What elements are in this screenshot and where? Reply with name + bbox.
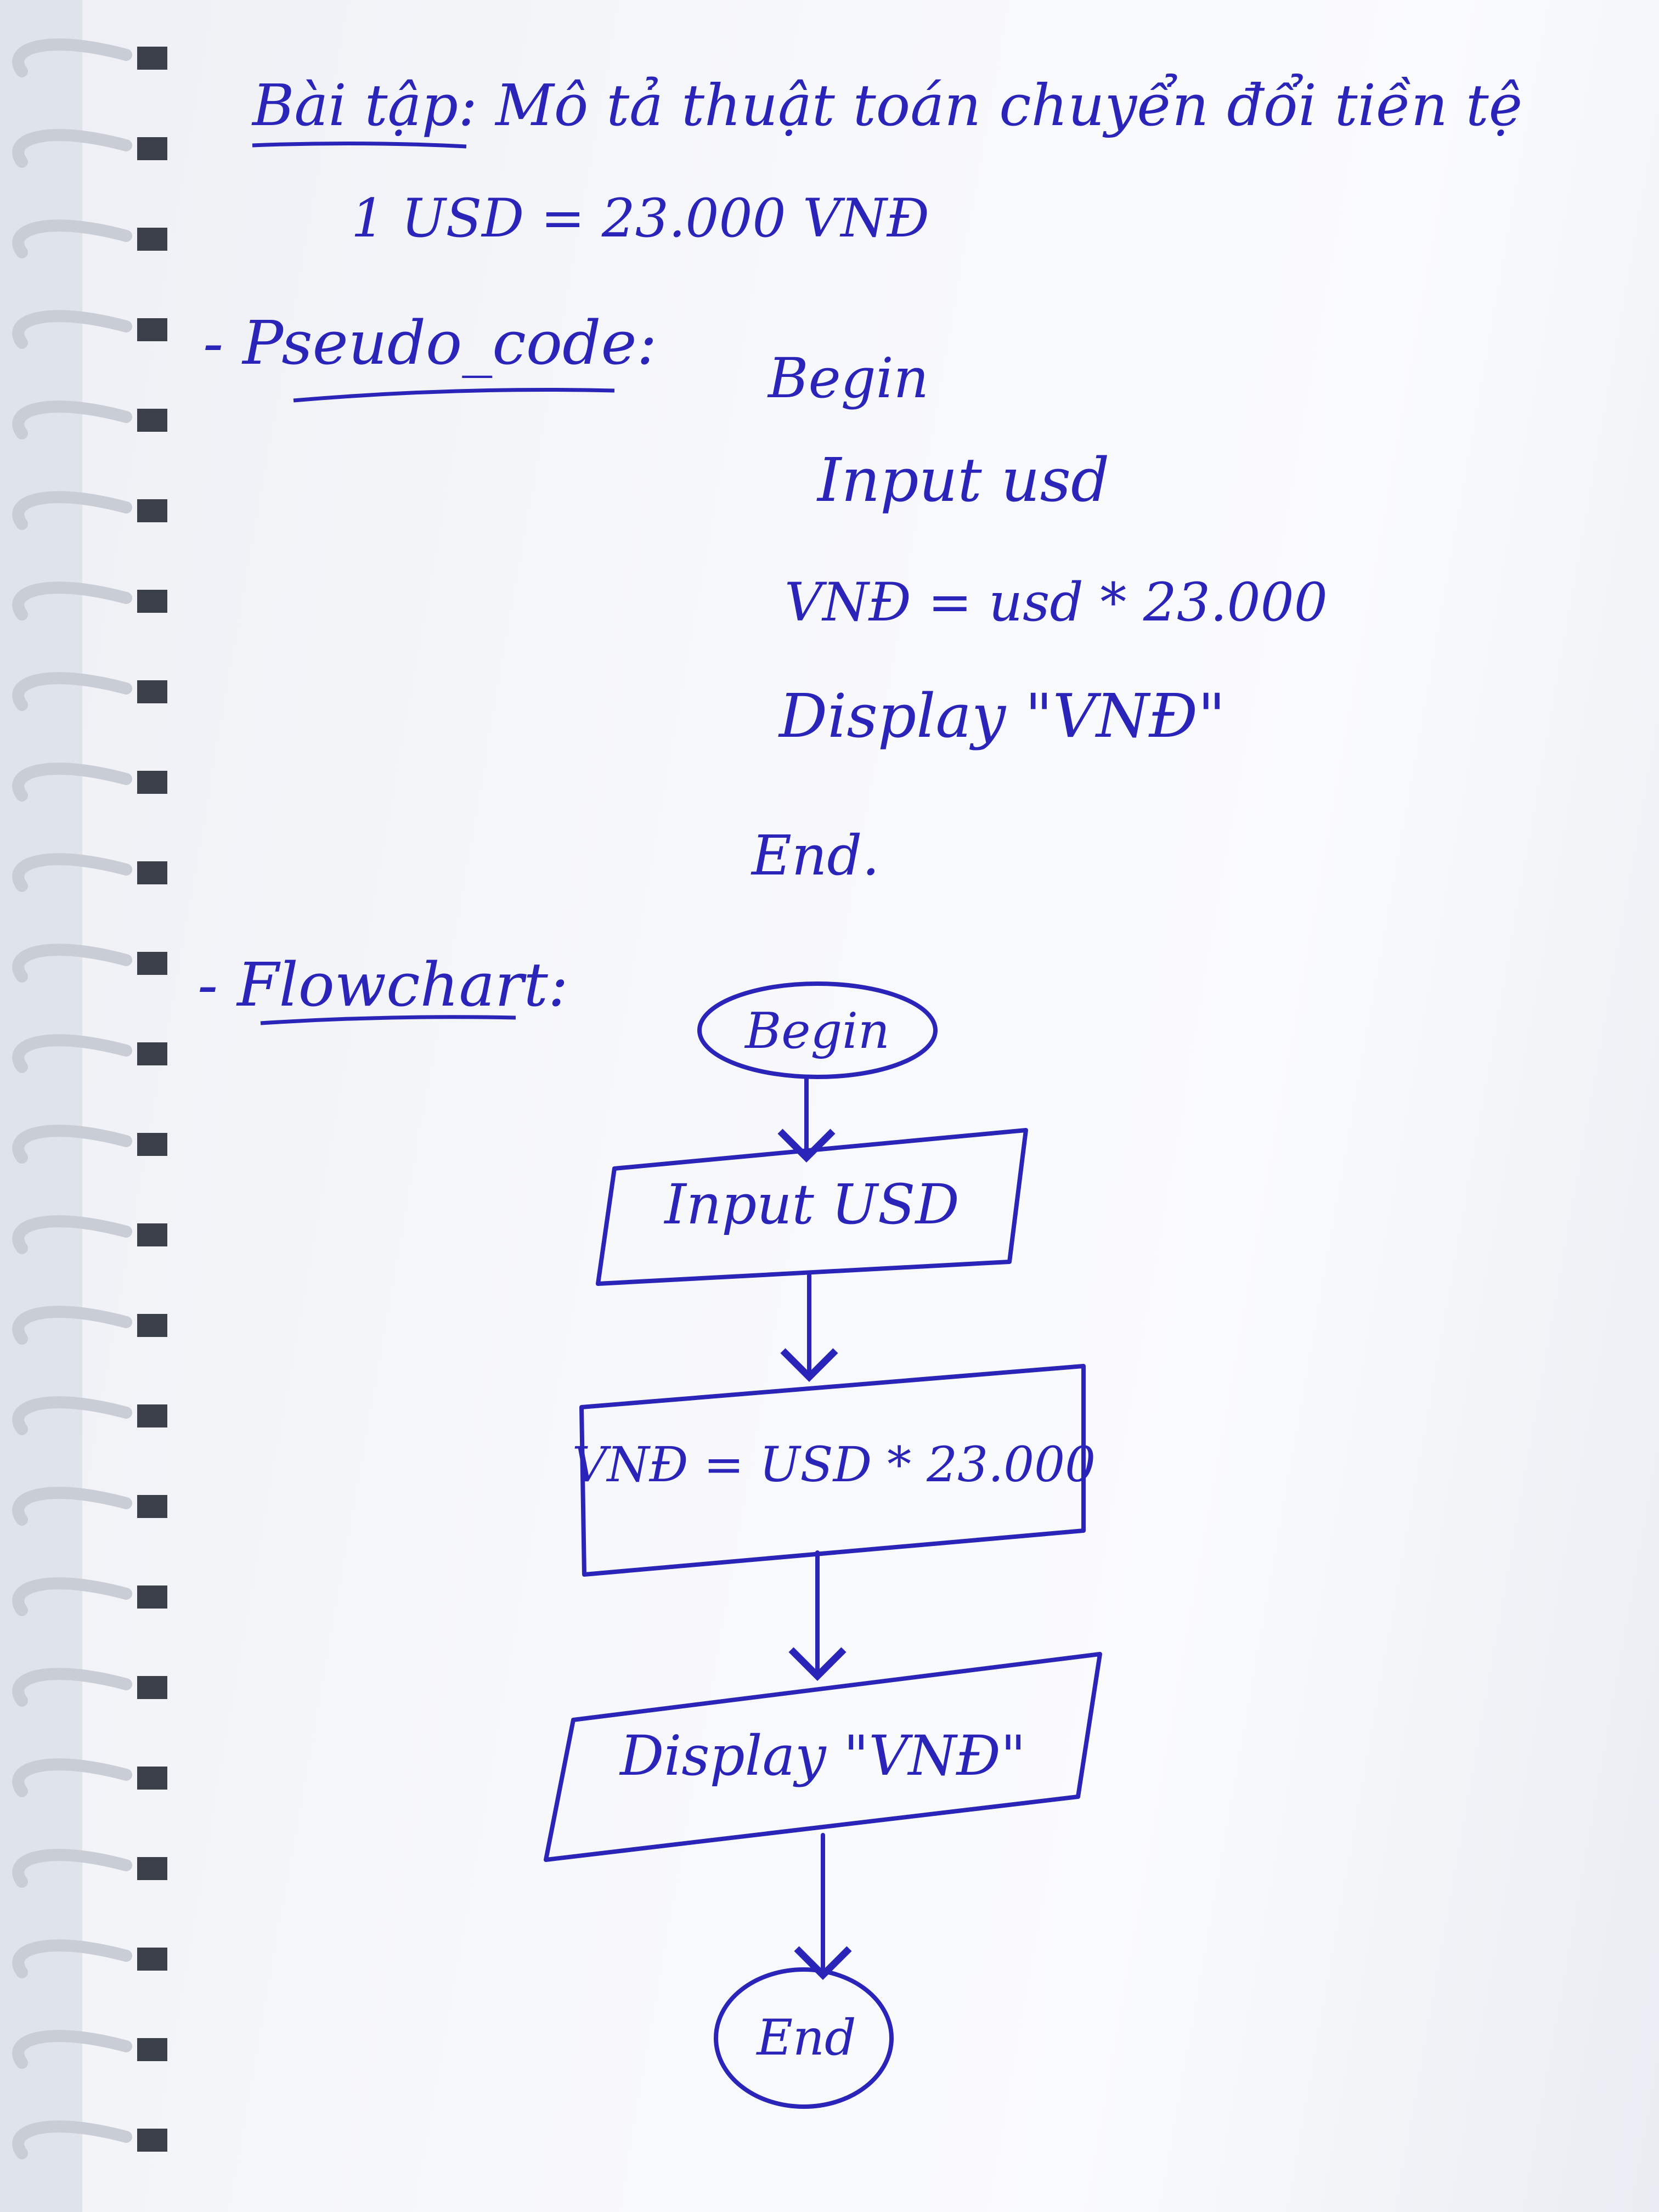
binding-hole <box>137 1585 167 1609</box>
spiral-coil <box>12 129 132 168</box>
pseudo-code-heading: - Pseudo_code: <box>203 308 657 378</box>
start-label: Begin <box>744 1002 890 1060</box>
pseudo-code-underline <box>293 387 615 403</box>
spiral-coil <box>12 491 132 530</box>
spiral-coil <box>12 2120 132 2159</box>
exercise-title: Bài tập: Mô tả thuật toán chuyển đổi tiề… <box>252 72 1523 139</box>
input-label: Input USD <box>663 1172 959 1237</box>
process-label: VNĐ = USD * 23.000 <box>572 1436 1096 1493</box>
spiral-coil <box>12 1125 132 1164</box>
spiral-coil <box>12 582 132 620</box>
spiral-coil <box>12 38 132 77</box>
end-label: End <box>755 2009 856 2067</box>
binding-hole <box>137 1495 167 1518</box>
spiral-coil <box>12 853 132 892</box>
binding-hole <box>137 47 167 70</box>
binding-hole <box>137 1767 167 1790</box>
pseudo-line-display: Display "VNĐ" <box>779 681 1226 751</box>
binding-hole <box>137 1676 167 1699</box>
spiral-coil <box>12 1396 132 1435</box>
input-parallelogram <box>596 1128 1028 1286</box>
binding-hole <box>137 1404 167 1427</box>
spiral-coil <box>12 1487 132 1526</box>
binding-hole <box>137 1223 167 1246</box>
binding-hole <box>137 499 167 522</box>
pseudo-line-end: End. <box>752 823 880 888</box>
spiral-coil <box>12 1306 132 1345</box>
binding-hole <box>137 680 167 703</box>
binding-hole <box>137 952 167 975</box>
spiral-coil <box>12 310 132 349</box>
output-label: Display "VNĐ" <box>619 1724 1026 1788</box>
spiral-coil <box>12 219 132 258</box>
spiral-coil <box>12 1215 132 1254</box>
spiral-coil <box>12 1577 132 1616</box>
binding-hole <box>137 861 167 884</box>
spiral-coil <box>12 1939 132 1978</box>
spiral-coil <box>12 1849 132 1888</box>
binding-hole <box>137 137 167 160</box>
spiral-coil <box>12 763 132 802</box>
binding-hole <box>137 228 167 251</box>
flowchart-heading: - Flowchart: <box>198 950 568 1020</box>
notebook-page <box>82 0 1659 2212</box>
end-terminator <box>714 1967 894 2109</box>
binding-hole <box>137 2038 167 2061</box>
spiral-coil <box>12 1758 132 1797</box>
spiral-coil <box>12 1034 132 1073</box>
binding-hole <box>137 409 167 432</box>
binding-hole <box>137 318 167 341</box>
binding-hole <box>137 1857 167 1880</box>
title-underline <box>252 141 467 149</box>
spiral-coil <box>12 2030 132 2069</box>
binding-hole <box>137 1314 167 1337</box>
binding-hole <box>137 1042 167 1065</box>
pseudo-line-begin: Begin <box>768 346 929 410</box>
flowchart-underline <box>260 1015 516 1025</box>
pseudo-line-assign: VNĐ = usd * 23.000 <box>785 572 1328 633</box>
binding-hole <box>137 1133 167 1156</box>
binding-hole <box>137 771 167 794</box>
exchange-rate: 1 USD = 23.000 VNĐ <box>351 188 929 249</box>
spiral-coil <box>12 672 132 711</box>
pseudo-line-input: Input usd <box>817 445 1110 515</box>
output-parallelogram <box>544 1652 1102 1862</box>
spiral-coil <box>12 1668 132 1707</box>
spiral-binding <box>12 38 167 2159</box>
binding-hole <box>137 2129 167 2152</box>
start-terminator <box>697 981 938 1079</box>
binding-hole <box>137 1948 167 1971</box>
spiral-coil <box>12 944 132 983</box>
process-rectangle <box>579 1364 1086 1577</box>
binding-hole <box>137 590 167 613</box>
spiral-coil <box>12 400 132 439</box>
